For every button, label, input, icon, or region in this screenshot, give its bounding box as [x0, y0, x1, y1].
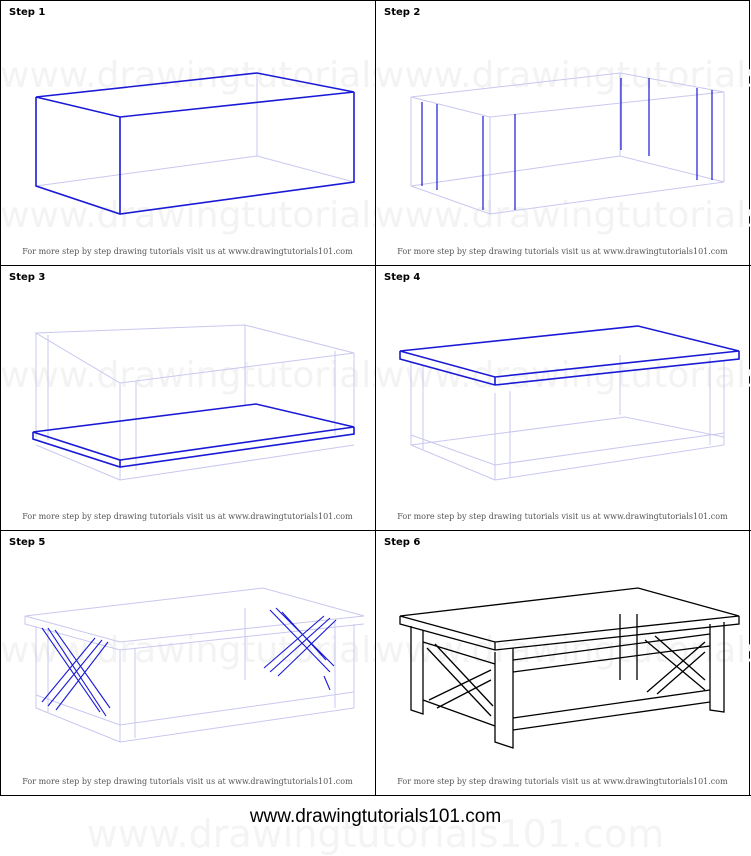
column-divider	[375, 0, 376, 796]
step-label: Step 3	[9, 272, 46, 283]
panel-step-1: www.drawingtutorials101.com www.drawingt…	[0, 0, 375, 265]
drawing-step-6	[399, 587, 740, 749]
row-divider	[0, 795, 751, 796]
row-divider	[0, 265, 751, 266]
drawing-step-4	[399, 325, 740, 481]
caption: For more step by step drawing tutorials …	[22, 247, 353, 256]
watermark: www.drawingtutorials101.com	[0, 355, 375, 396]
panel-step-4: www.drawingtutorials101.com Step 4 For m…	[375, 265, 750, 530]
footer-url: www.drawingtutorials101.com	[249, 806, 502, 827]
caption: For more step by step drawing tutorials …	[22, 512, 353, 521]
watermark: www.drawingtutorials101.com	[375, 55, 750, 96]
panel-step-5: www.drawingtutorials101.com Step 5 For m…	[0, 530, 375, 795]
panel-step-2: www.drawingtutorials101.com www.drawingt…	[375, 0, 750, 265]
step-label: Step 5	[9, 537, 46, 548]
step-label: Step 6	[384, 537, 421, 548]
row-divider	[0, 530, 751, 531]
caption: For more step by step drawing tutorials …	[397, 777, 728, 786]
step-label: Step 2	[384, 7, 421, 18]
drawing-step-3	[32, 324, 355, 481]
step-label: Step 1	[9, 7, 46, 18]
panel-step-6: www.drawingtutorials101.com Step 6 For m…	[375, 530, 750, 795]
step-label: Step 4	[384, 272, 421, 283]
watermark: www.drawingtutorials101.com	[0, 195, 375, 236]
watermark: www.drawingtutorials101.com	[375, 195, 750, 236]
caption: For more step by step drawing tutorials …	[397, 512, 728, 521]
caption: For more step by step drawing tutorials …	[397, 247, 728, 256]
caption: For more step by step drawing tutorials …	[22, 777, 353, 786]
watermark: www.drawingtutorials101.com	[0, 55, 375, 96]
drawing-step-1	[35, 72, 355, 215]
panel-step-3: www.drawingtutorials101.com Step 3 For m…	[0, 265, 375, 530]
drawing-step-5	[24, 587, 365, 743]
drawing-step-2	[410, 72, 725, 215]
